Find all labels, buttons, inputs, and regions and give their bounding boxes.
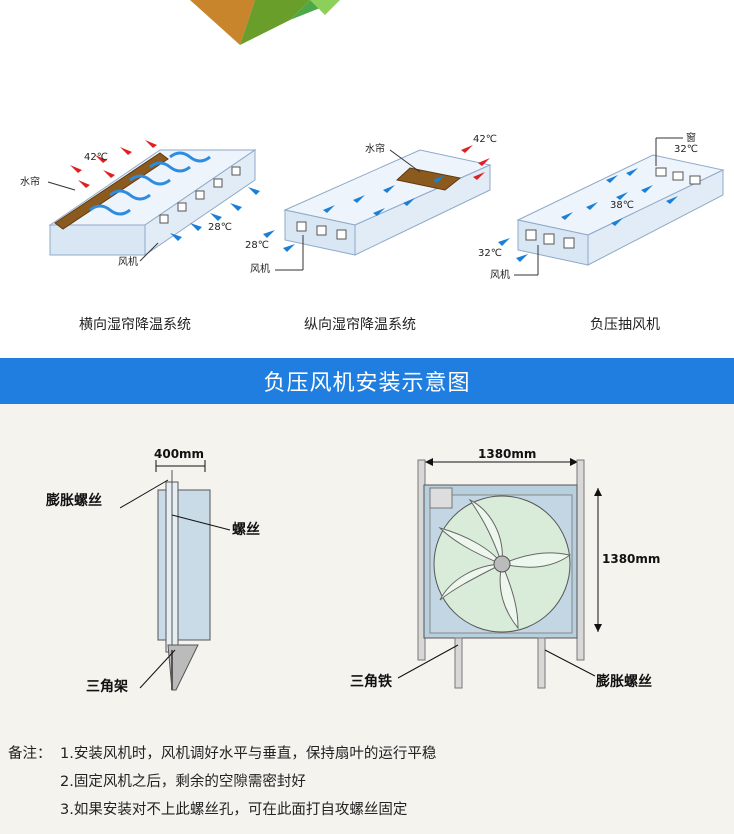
note-item-3: 3.如果安装对不上此螺丝孔，可在此面打自攻螺丝固定 <box>60 802 408 818</box>
window-label: 窗 <box>686 131 696 144</box>
notes-prefix: 备注： <box>8 746 52 762</box>
hot-temp-label: 42℃ <box>84 152 108 163</box>
side-bracket-label: 三角架 <box>86 679 128 695</box>
banner-title: 负压风机安装示意图 <box>263 371 471 396</box>
caption-negative-pressure: 负压抽风机 <box>590 317 660 333</box>
cool-temp-label: 28℃ <box>245 240 269 251</box>
installation-panel <box>0 404 734 834</box>
decorative-fragment <box>190 0 340 45</box>
front-height-dim: 1380mm <box>602 552 661 566</box>
fan-label: 风机 <box>490 268 510 280</box>
window-temp-label: 32℃ <box>674 144 698 155</box>
curtain-label: 水帘 <box>365 142 385 155</box>
fan-label: 风机 <box>118 255 138 268</box>
front-expansion-screw-label: 膨胀螺丝 <box>596 674 652 690</box>
side-width-dim: 400mm <box>154 447 205 461</box>
front-width-dim: 1380mm <box>478 447 537 461</box>
section-banner: 负压风机安装示意图 <box>0 358 734 404</box>
front-view-drawing <box>397 458 602 689</box>
cool-temp-label: 32℃ <box>478 248 502 259</box>
side-expansion-screw-label: 膨胀螺丝 <box>46 493 102 509</box>
side-screw-label: 螺丝 <box>232 522 260 538</box>
longitudinal-cooling-diagram: 水帘 42℃ 28℃ 风机 <box>245 134 497 275</box>
negative-pressure-diagram: 窗 32℃ 38℃ 32℃ 风机 <box>478 131 725 280</box>
horizontal-cooling-diagram: 42℃ 水帘 28℃ 风机 <box>20 140 260 268</box>
cool-temp-label: 28℃ <box>208 222 232 233</box>
note-item-1: 1.安装风机时，风机调好水平与垂直，保持扇叶的运行平稳 <box>60 746 437 762</box>
caption-horizontal: 横向湿帘降温系统 <box>79 317 191 333</box>
side-view-drawing <box>120 460 231 691</box>
note-item-2: 2.固定风机之后，剩余的空隙需密封好 <box>60 774 306 790</box>
curtain-label: 水帘 <box>20 175 40 188</box>
fan-label: 风机 <box>250 262 270 275</box>
water-curtain <box>54 152 169 230</box>
caption-longitudinal: 纵向湿帘降温系统 <box>304 317 416 333</box>
water-curtain <box>395 167 462 191</box>
mid-temp-label: 38℃ <box>610 200 634 211</box>
hot-temp-label: 42℃ <box>473 134 497 145</box>
front-angle-iron-label: 三角铁 <box>350 674 392 690</box>
